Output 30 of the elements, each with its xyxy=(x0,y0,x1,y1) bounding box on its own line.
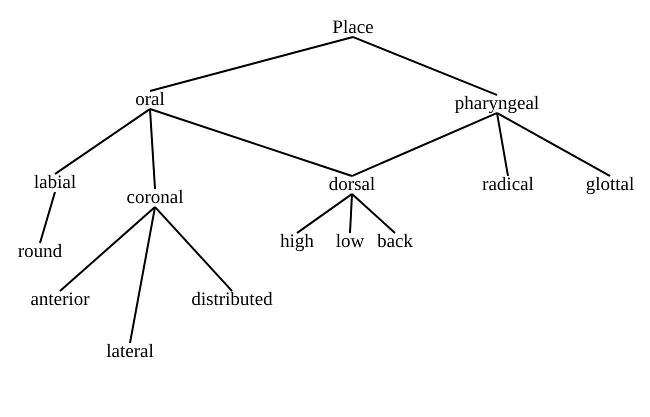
node-label: distributed xyxy=(191,290,273,310)
tree-line xyxy=(349,194,353,234)
tree-line xyxy=(59,206,156,292)
tree-line xyxy=(352,112,498,177)
tree-line xyxy=(39,192,56,244)
node-label: glottal xyxy=(586,175,634,195)
node-label: labial xyxy=(34,173,76,193)
tree-line xyxy=(150,36,354,92)
tree-line xyxy=(129,206,156,344)
tree-line xyxy=(496,112,610,177)
tree-line xyxy=(150,108,352,177)
tree-line xyxy=(154,206,233,292)
tree-line xyxy=(496,112,509,176)
tree-line xyxy=(351,193,396,234)
node-label: anterior xyxy=(30,290,90,310)
tree-line xyxy=(54,108,151,175)
node-label: pharyngeal xyxy=(454,94,540,114)
node-label: high xyxy=(280,232,314,252)
node-label: low xyxy=(336,232,364,252)
node-label: dorsal xyxy=(328,175,376,195)
node-label: lateral xyxy=(106,342,154,362)
node-label: round xyxy=(18,242,62,262)
node-label: radical xyxy=(482,175,534,195)
node-label: back xyxy=(377,232,413,252)
node-label: oral xyxy=(135,90,165,110)
tree-line xyxy=(296,193,353,234)
node-label: Place xyxy=(332,18,374,38)
node-label: coronal xyxy=(126,188,184,208)
tree-line xyxy=(352,36,498,96)
tree-line xyxy=(149,108,156,190)
